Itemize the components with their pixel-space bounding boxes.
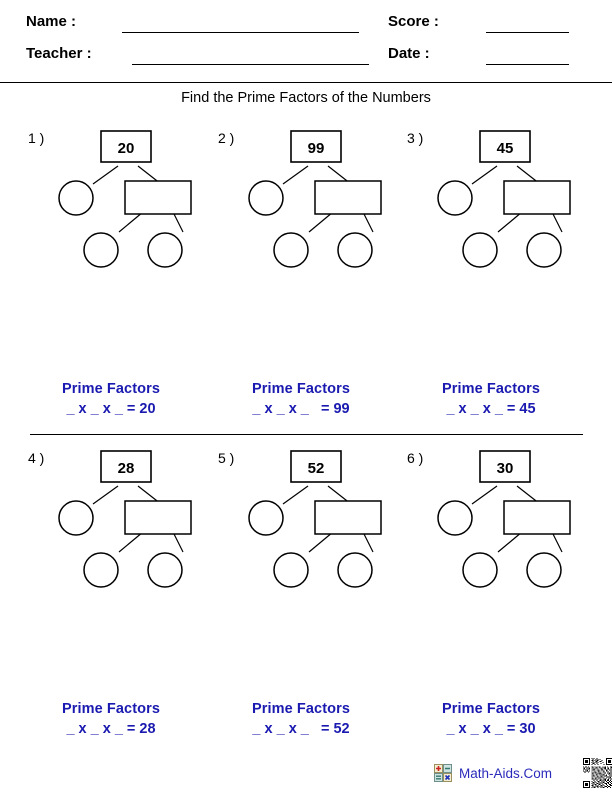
problem-2: 2 ) 99: [208, 122, 398, 272]
teacher-field[interactable]: [132, 64, 369, 65]
answer-heading: Prime Factors: [61, 701, 160, 717]
footer: Math-Aids.Com: [434, 758, 612, 788]
tree-root-value: 45: [497, 140, 514, 157]
header-divider: [0, 82, 612, 83]
problem-number: 4 ): [28, 450, 45, 466]
problem-3: 3 ) 45: [397, 122, 587, 272]
tree-root-value: 20: [118, 140, 135, 157]
problem-number: 5 ): [218, 450, 235, 466]
answer-blank-line[interactable]: _ x _ x _ = 28: [66, 721, 156, 737]
factor-tree: 45: [437, 130, 571, 268]
answer-blank-line[interactable]: _ x _ x _ = 20: [66, 401, 156, 417]
answer-blank-line[interactable]: _ x _ x _ = 99: [252, 401, 350, 417]
tree-root-value: 28: [118, 460, 135, 477]
section-divider: [30, 434, 583, 435]
answer-blank-line[interactable]: _ x _ x _ = 52: [252, 721, 350, 737]
problem-4: 4 ) 28: [18, 442, 208, 592]
tree-root-value: 30: [497, 460, 514, 477]
problem-5: 5 ) 52: [208, 442, 398, 592]
answer-blank-line[interactable]: _ x _ x _ = 45: [446, 401, 536, 417]
date-label: Date :: [388, 45, 430, 62]
score-label: Score :: [388, 13, 439, 30]
answer-heading: Prime Factors: [251, 381, 350, 397]
answer-heading: Prime Factors: [441, 381, 540, 397]
date-field[interactable]: [486, 64, 569, 65]
tree-root-value: 99: [308, 140, 325, 157]
answer-heading: Prime Factors: [441, 701, 540, 717]
problem-number: 6 ): [407, 450, 424, 466]
problem-number: 2 ): [218, 130, 235, 146]
problem-number: 1 ): [28, 130, 45, 146]
problem-number: 3 ): [407, 130, 424, 146]
factor-tree: 52: [248, 450, 382, 588]
teacher-label: Teacher :: [26, 45, 92, 62]
answer-4: Prime Factors _ x _ x _ = 28: [16, 701, 206, 737]
problem-1: 1 ) 20: [18, 122, 208, 272]
answer-3: Prime Factors _ x _ x _ = 45: [396, 381, 586, 417]
page-title: Find the Prime Factors of the Numbers: [181, 90, 431, 106]
answer-1: Prime Factors _ x _ x _ = 20: [16, 381, 206, 417]
factor-tree: 20: [58, 130, 192, 268]
answer-6: Prime Factors _ x _ x _ = 30: [396, 701, 586, 737]
qr-code: [583, 758, 612, 788]
answer-2: Prime Factors _ x _ x _ = 99: [206, 381, 396, 417]
tree-root-value: 52: [308, 460, 325, 477]
answer-blank-line[interactable]: _ x _ x _ = 30: [446, 721, 536, 737]
factor-tree: 99: [248, 130, 382, 268]
name-label: Name :: [26, 13, 77, 30]
answer-5: Prime Factors _ x _ x _ = 52: [206, 701, 396, 737]
factor-tree: 30: [437, 450, 571, 588]
name-field[interactable]: [122, 32, 359, 33]
brand-name: Math-Aids.Com: [459, 765, 553, 781]
math-symbols-icon: [434, 764, 452, 782]
score-field[interactable]: [486, 32, 569, 33]
answer-heading: Prime Factors: [251, 701, 350, 717]
problem-6: 6 ) 30: [397, 442, 587, 592]
answer-heading: Prime Factors: [61, 381, 160, 397]
factor-tree: 28: [58, 450, 192, 588]
